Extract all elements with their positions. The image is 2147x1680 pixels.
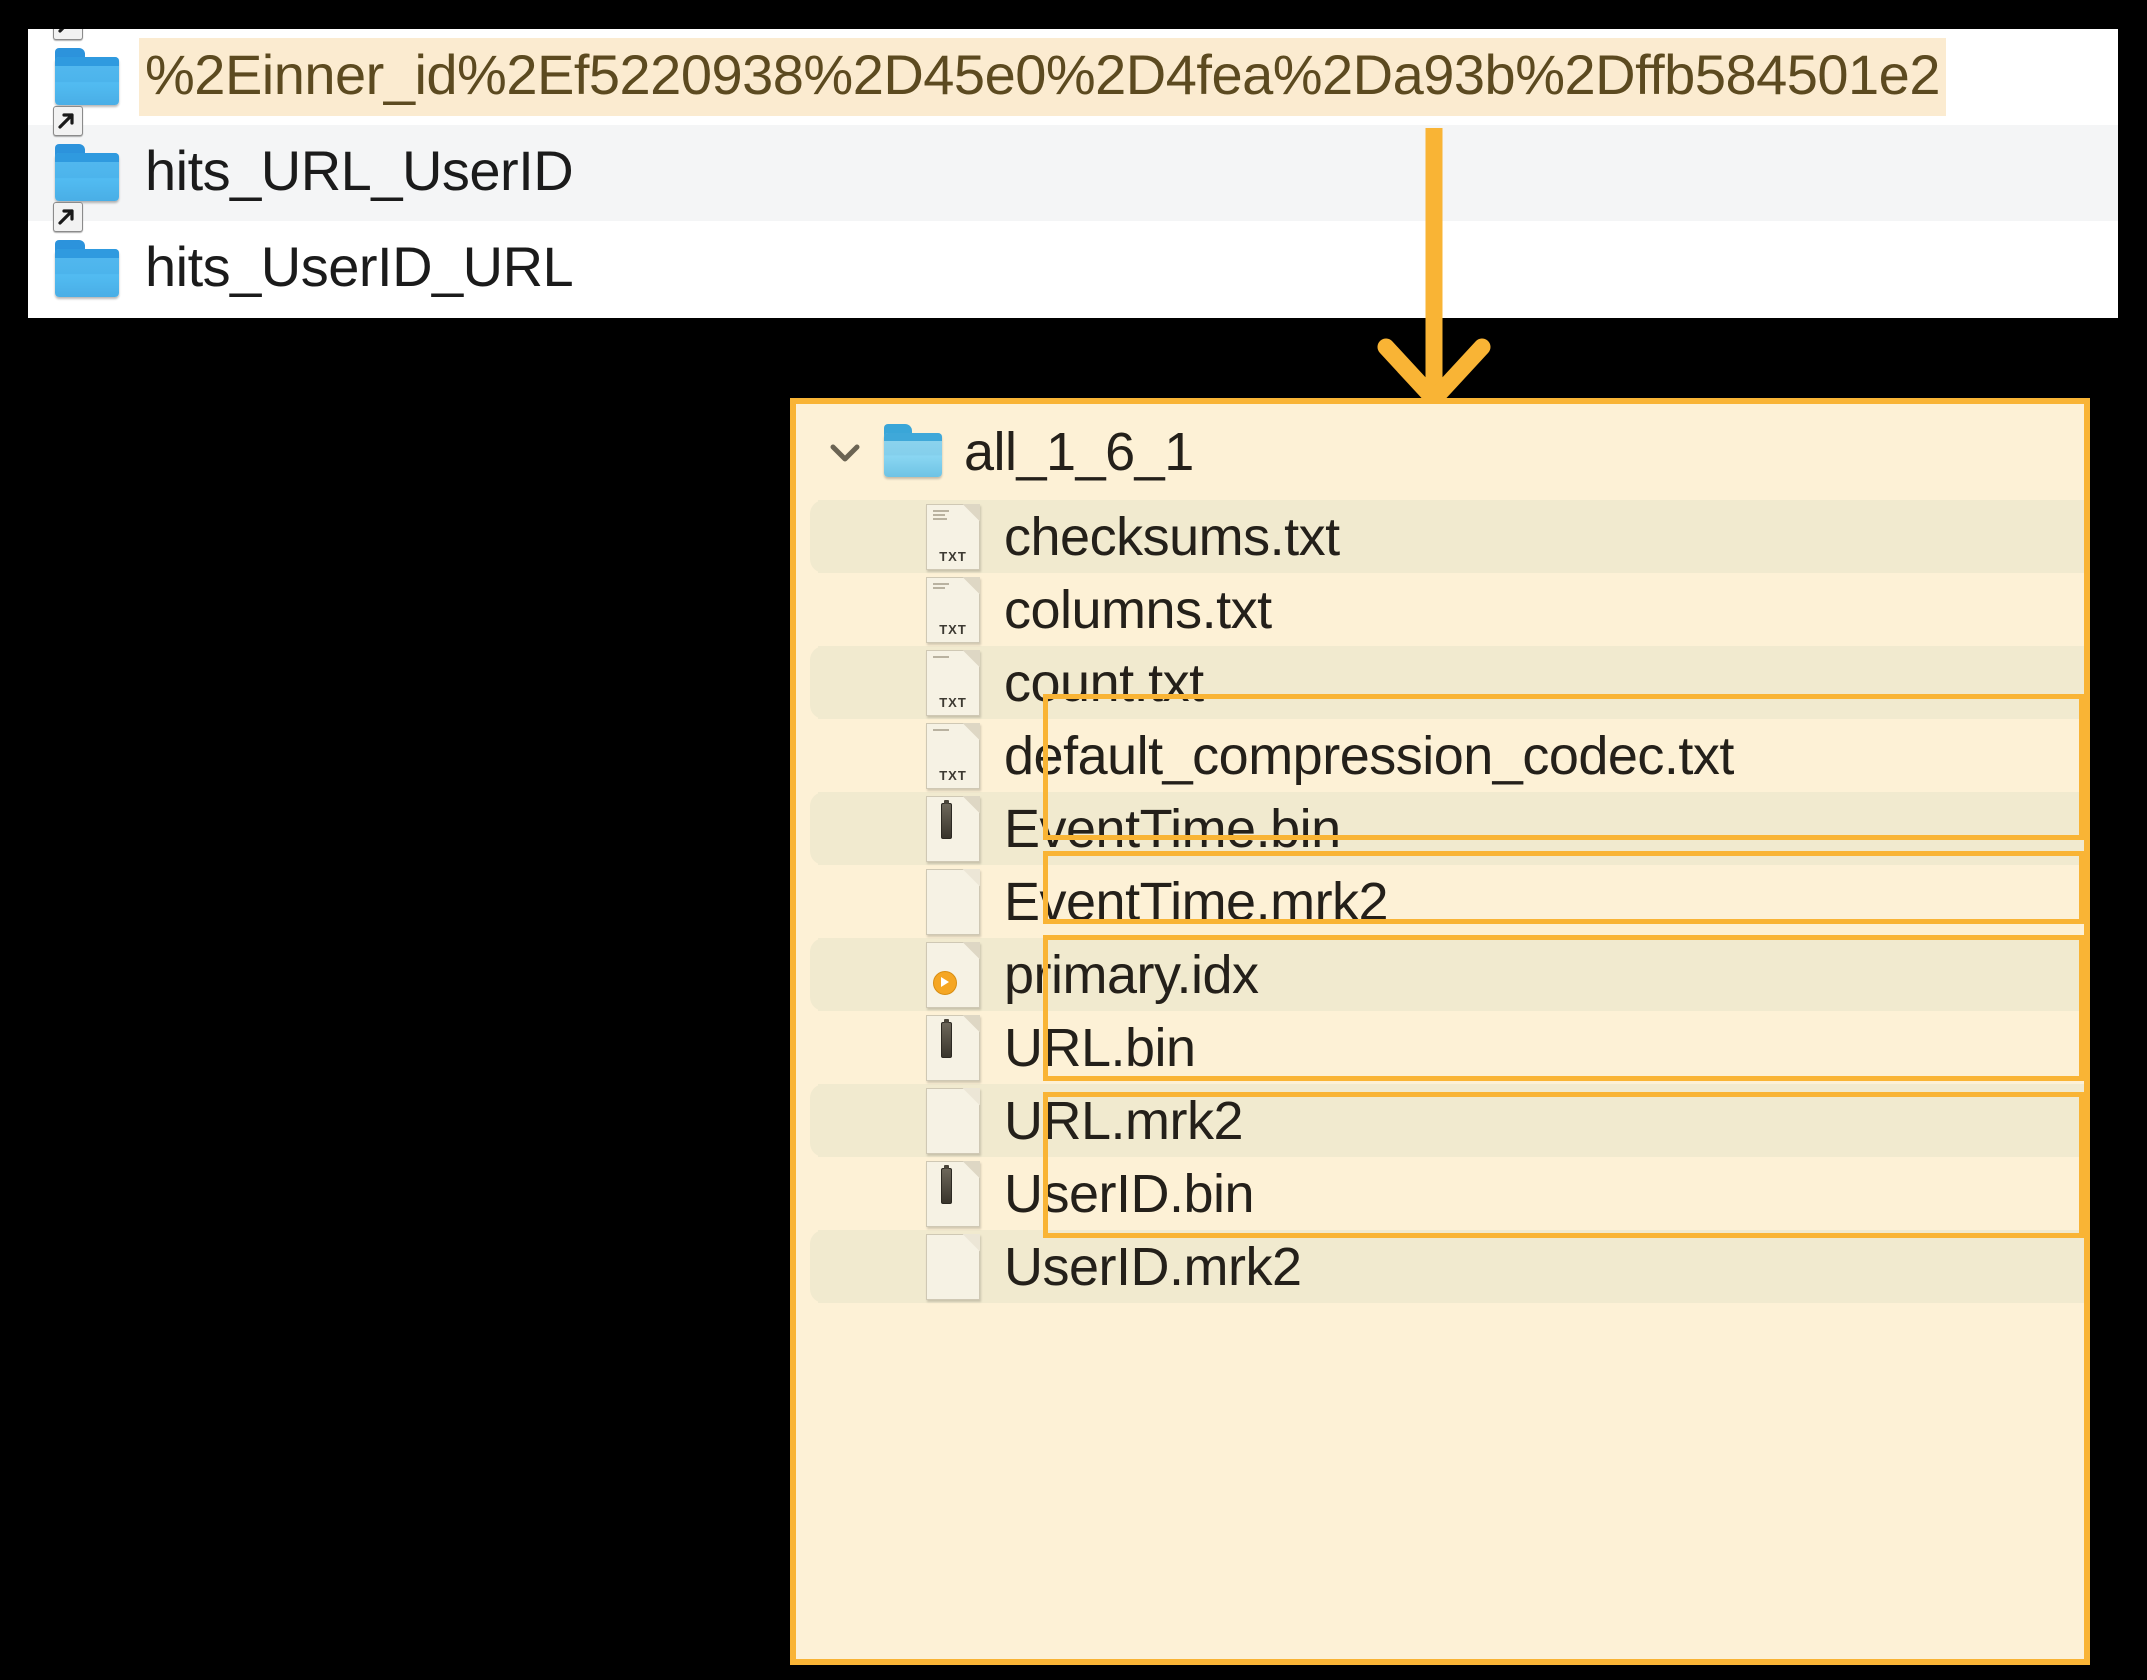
file-tree: all_1_6_1 TXT checksums.txt TXT columns.… [796, 404, 2084, 1303]
file-name-label: UserID.mrk2 [1004, 1236, 1302, 1297]
file-row[interactable]: URL.mrk2 [796, 1084, 2084, 1157]
file-name-label: URL.mrk2 [1004, 1090, 1244, 1151]
bin-file-icon [926, 795, 982, 862]
file-name-label: columns.txt [1004, 579, 1272, 640]
file-name-label: UserID.bin [1004, 1163, 1255, 1224]
file-row[interactable]: UserID.bin [796, 1157, 2084, 1230]
list-item[interactable]: hits_UserID_URL [28, 202, 2118, 317]
txt-file-icon: TXT [926, 649, 982, 716]
file-name-label: checksums.txt [1004, 506, 1340, 567]
list-item-label: hits_URL_UserID [145, 139, 574, 202]
txt-file-icon: TXT [926, 576, 982, 643]
file-row[interactable]: primary.idx [796, 938, 2084, 1011]
symlink-folder-icon [53, 202, 123, 304]
symlink-folder-list-panel: %2Einner_id%2Ef5220938%2D45e0%2D4fea%2Da… [28, 29, 2118, 318]
blank-file-icon [926, 868, 982, 935]
symlink-folder-icon [53, 106, 123, 208]
file-row[interactable]: TXT columns.txt [796, 573, 2084, 646]
symlink-folder-icon [53, 29, 123, 112]
file-name-label: default_compression_codec.txt [1004, 725, 1734, 786]
file-name-label: URL.bin [1004, 1017, 1196, 1078]
chevron-down-icon[interactable] [822, 429, 868, 475]
idx-file-icon [926, 941, 982, 1008]
file-name-label: EventTime.mrk2 [1004, 871, 1389, 932]
file-row[interactable]: TXT checksums.txt [796, 500, 2084, 573]
file-row[interactable]: TXT count.txt [796, 646, 2084, 719]
bin-file-icon [926, 1160, 982, 1227]
file-name-label: EventTime.bin [1004, 798, 1341, 859]
list-item-label: hits_UserID_URL [145, 235, 574, 298]
list-item[interactable]: %2Einner_id%2Ef5220938%2D45e0%2D4fea%2Da… [28, 29, 2118, 125]
blank-file-icon [926, 1087, 982, 1154]
tree-header-row[interactable]: all_1_6_1 [796, 404, 2084, 500]
file-name-label: primary.idx [1004, 944, 1259, 1005]
expanded-part-directory-panel: all_1_6_1 TXT checksums.txt TXT columns.… [790, 398, 2090, 1665]
file-row[interactable]: URL.bin [796, 1011, 2084, 1084]
file-row[interactable]: UserID.mrk2 [796, 1230, 2084, 1303]
list-item-label: %2Einner_id%2Ef5220938%2D45e0%2D4fea%2Da… [139, 38, 1946, 116]
file-row[interactable]: EventTime.bin [796, 792, 2084, 865]
blank-file-icon [926, 1233, 982, 1300]
folder-open-icon [882, 424, 946, 480]
tree-header-label: all_1_6_1 [964, 422, 1194, 482]
txt-file-icon: TXT [926, 503, 982, 570]
file-name-label: count.txt [1004, 652, 1204, 713]
bin-file-icon [926, 1014, 982, 1081]
txt-file-icon: TXT [926, 722, 982, 789]
file-row[interactable]: EventTime.mrk2 [796, 865, 2084, 938]
file-row[interactable]: TXT default_compression_codec.txt [796, 719, 2084, 792]
list-item[interactable]: hits_URL_UserID [28, 106, 2118, 221]
